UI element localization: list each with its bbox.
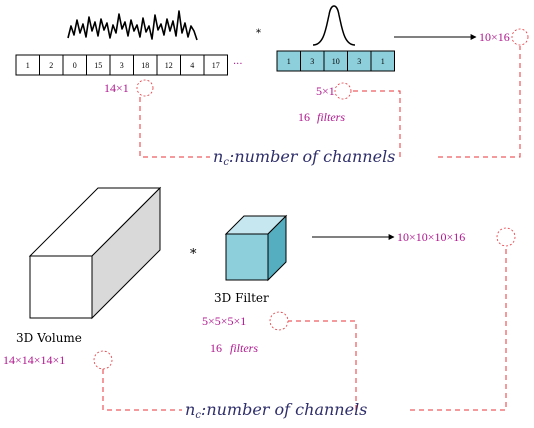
input-value: 15 <box>94 61 102 70</box>
channels-text: :number of channels <box>229 147 395 166</box>
volume-front-face <box>29 255 93 319</box>
filter-3d-label: 3D Filter <box>214 291 269 305</box>
channels-subscript-3d: c <box>195 410 201 421</box>
filter-channel-highlight <box>334 82 352 100</box>
input-value: 3 <box>120 61 124 70</box>
filter-3d-count: 16 filters <box>210 341 258 355</box>
output-3d-size-label: 10×10×10×16 <box>397 230 465 244</box>
kernel-cell <box>370 50 395 72</box>
volume-label: 3D Volume <box>16 331 82 345</box>
input-cell <box>203 54 228 76</box>
bottom-3d-section: 3D Volume 14×14×14×1 * 3D Filter 5×5×5×1… <box>3 186 516 421</box>
signal-waveform <box>67 10 198 41</box>
filter-count-suffix: filters <box>317 110 345 124</box>
channels-subscript: c <box>223 157 229 168</box>
output-channel-highlight <box>511 28 529 46</box>
channels-label-3d: nc:number of channels <box>185 400 367 421</box>
channels-n-3d: n <box>185 400 195 419</box>
convolution-operator: * <box>256 28 261 39</box>
channels-text-3d: :number of channels <box>201 400 367 419</box>
channels-n: n <box>213 147 223 166</box>
output-size-label: 10×16 <box>479 30 510 44</box>
filter-cube <box>224 214 288 282</box>
filter-3d-channel-highlight <box>269 311 289 331</box>
filter-count: 16 filters <box>298 110 345 124</box>
channels-connector <box>140 97 210 157</box>
channels-connector-path-3d <box>102 246 507 411</box>
volume-cuboid <box>28 186 162 320</box>
output-3d-channel-highlight <box>496 227 516 247</box>
channels-label: nc:number of channels <box>213 147 395 168</box>
input-size-label: 14×1 <box>104 81 129 95</box>
kernel-sequence: 1 3 10 3 1 <box>276 50 395 72</box>
kernel-value: 10 <box>332 57 340 66</box>
filter-size-label: 5×1 <box>316 84 335 98</box>
filter-3d-count-number: 16 <box>210 341 222 355</box>
volume-channel-highlight <box>93 350 113 370</box>
input-channel-highlight <box>136 79 154 97</box>
input-value: 0 <box>73 61 77 70</box>
input-value: 1 <box>26 61 30 70</box>
kernel-bell-curve <box>312 5 356 46</box>
channels-connector-path <box>139 46 521 158</box>
input-value: 17 <box>212 61 220 70</box>
input-value: 2 <box>49 61 53 70</box>
input-value: 12 <box>165 61 173 70</box>
filter-3d-size-label: 5×5×5×1 <box>202 314 246 328</box>
volume-size-label: 14×14×14×1 <box>3 353 65 367</box>
input-value: 18 <box>141 61 149 70</box>
convolution-operator-3d: * <box>190 247 197 262</box>
input-ellipsis: ··· <box>233 59 243 70</box>
filter-count-number: 16 <box>298 110 310 124</box>
filter-3d-count-suffix: filters <box>230 341 258 355</box>
kernel-value: 1 <box>287 57 291 66</box>
filter-cube-front <box>225 233 269 281</box>
kernel-value: 3 <box>357 57 361 66</box>
kernel-value: 3 <box>310 57 314 66</box>
kernel-value: 1 <box>381 57 385 66</box>
input-value: 4 <box>190 61 194 70</box>
